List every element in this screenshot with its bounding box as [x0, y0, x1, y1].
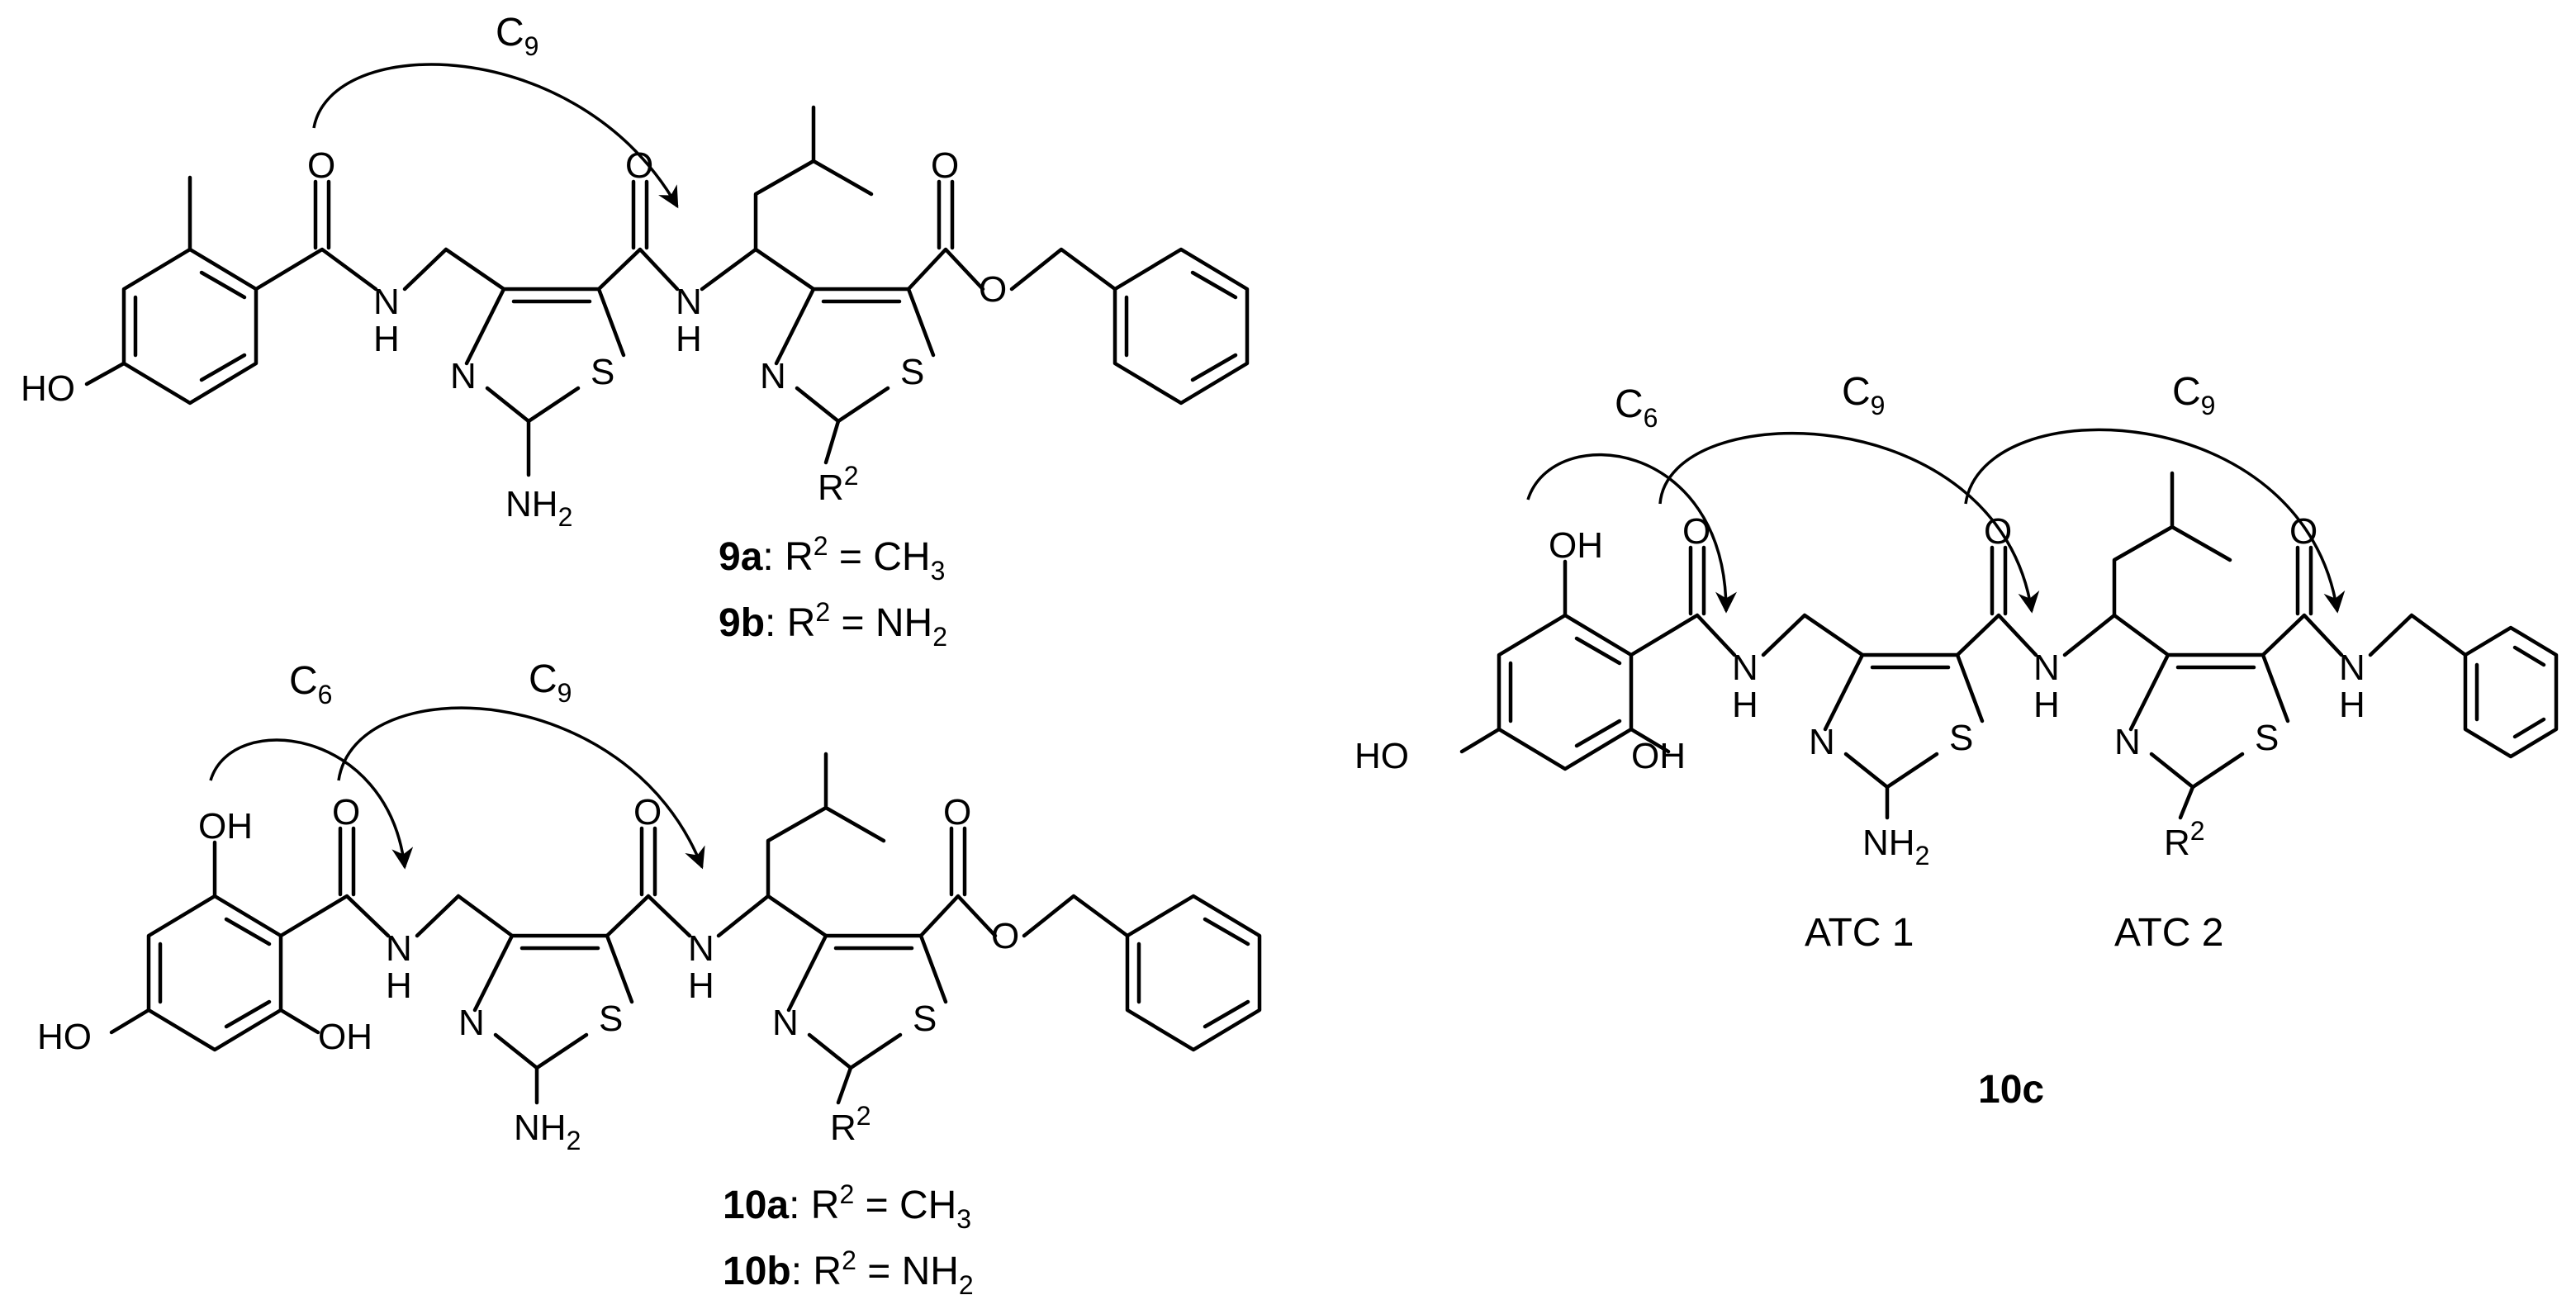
atom-o-carbonyl: O	[931, 145, 959, 186]
c9-loop-arrow-1	[1658, 431, 2040, 614]
atom-h2: H	[676, 319, 702, 359]
atom-o-amide1: O	[307, 145, 335, 186]
atom-o-ester: O	[979, 269, 1007, 310]
atom-n-thz2: N	[772, 1003, 799, 1043]
atom-n2: N	[676, 282, 702, 322]
caption-9: 9a: R2 = CH3 9b: R2 = NH2	[719, 531, 947, 652]
c9-loop-arrow	[312, 63, 679, 209]
amide-2-bonds-9	[596, 105, 874, 292]
atom-o-amide1: O	[332, 792, 360, 833]
atom-s-thz1: S	[599, 999, 623, 1039]
ester-bonds-9	[906, 179, 1250, 406]
loop-label-c9: C9	[529, 657, 572, 708]
caption-9a: 9a: R2 = CH3	[719, 531, 945, 586]
atom-r2: R2	[2164, 816, 2205, 863]
atom-n1: N	[1732, 648, 1758, 688]
loop-label-c6: C6	[289, 659, 332, 709]
atom-s-thz2: S	[913, 999, 937, 1039]
amide-2-bonds-10c	[1955, 471, 2232, 657]
amide-1-bonds-9	[254, 179, 506, 292]
atom-h1: H	[1732, 685, 1758, 725]
thiazole-2-9	[774, 287, 936, 465]
amide-1-bonds-10	[278, 826, 515, 938]
atom-r2: R2	[830, 1101, 871, 1148]
atom-o-carbonyl: O	[943, 792, 971, 833]
atom-o-amide1: O	[1682, 511, 1710, 552]
c9-loop-arrow-2	[1964, 428, 2346, 614]
thiazole-1-9	[464, 287, 626, 477]
atom-n-thz1: N	[450, 356, 477, 396]
atom-s-thz1: S	[591, 352, 614, 392]
atom-ho: HO	[37, 1017, 92, 1057]
atom-h3: H	[2339, 685, 2365, 725]
atom-ho: HO	[1354, 736, 1409, 776]
compound-10c-structure: OH HO OH O N H N S NH2 O N H	[1354, 370, 2559, 1112]
c6-loop-arrow	[209, 738, 414, 870]
atom-h2: H	[2033, 685, 2060, 725]
atom-ho: HO	[21, 368, 75, 409]
caption-9b: 9b: R2 = NH2	[719, 597, 947, 652]
loop-label-c9: C9	[496, 11, 538, 61]
atom-h1: H	[373, 319, 400, 359]
region-label-atc1: ATC 1	[1805, 911, 1914, 955]
atom-n-thz1: N	[1809, 722, 1835, 762]
atom-n2: N	[688, 928, 714, 969]
atom-oh-bottom: OH	[318, 1017, 372, 1057]
loop-label-c9-1: C9	[1842, 370, 1885, 420]
atom-n-thz2: N	[760, 356, 786, 396]
loop-label-c6: C6	[1615, 382, 1658, 433]
ester-bonds-10	[918, 826, 1262, 1052]
atom-s-thz2: S	[900, 352, 924, 392]
atom-o-amide3: O	[2289, 511, 2317, 552]
atom-n1: N	[386, 928, 412, 969]
compound-9-structure: HO O N H N S NH2 O N H	[21, 11, 1250, 532]
atom-n-thz1: N	[458, 1003, 485, 1043]
compound-10-structure: OH HO OH O N H N S NH2 O N H	[37, 657, 1262, 1155]
compound-title-10c: 10c	[1978, 1068, 2044, 1112]
amide-2-bonds-10	[605, 752, 886, 938]
atom-oh-bottom: OH	[1631, 736, 1686, 776]
atom-oh-top: OH	[198, 806, 253, 847]
atom-nh2-1: NH2	[505, 484, 572, 532]
atom-n1: N	[373, 282, 400, 322]
c9-loop-arrow	[337, 706, 705, 870]
amide-3-bonds-10c	[2261, 545, 2559, 759]
atom-o-amide2: O	[633, 792, 662, 833]
caption-10b: 10b: R2 = NH2	[723, 1245, 974, 1300]
atom-s-thz1: S	[1949, 718, 1973, 758]
atom-s-thz2: S	[2255, 718, 2279, 758]
caption-10: 10a: R2 = CH3 10b: R2 = NH2	[723, 1179, 974, 1300]
amide-1-bonds-10c	[1629, 545, 1865, 657]
atom-h2: H	[688, 965, 714, 1006]
loop-label-c9-2: C9	[2172, 370, 2215, 420]
atom-n-thz2: N	[2114, 722, 2141, 762]
atom-h1: H	[386, 965, 412, 1006]
thiazole-1-10c	[1823, 652, 1985, 820]
atom-n3: N	[2339, 648, 2365, 688]
c6-loop-arrow	[1526, 453, 1737, 614]
atom-r2: R2	[818, 461, 859, 508]
atom-nh2-1: NH2	[1862, 823, 1929, 870]
phenol-ring-9	[84, 175, 259, 406]
atom-n2: N	[2033, 648, 2060, 688]
atom-oh-top: OH	[1549, 525, 1603, 566]
atom-o-ester: O	[991, 916, 1019, 956]
region-label-atc2: ATC 2	[2114, 911, 2223, 955]
resorcinol-ring-10	[109, 840, 320, 1052]
atom-o-amide2: O	[1984, 511, 2012, 552]
atom-nh2-1: NH2	[514, 1108, 581, 1155]
caption-10a: 10a: R2 = CH3	[723, 1179, 971, 1234]
